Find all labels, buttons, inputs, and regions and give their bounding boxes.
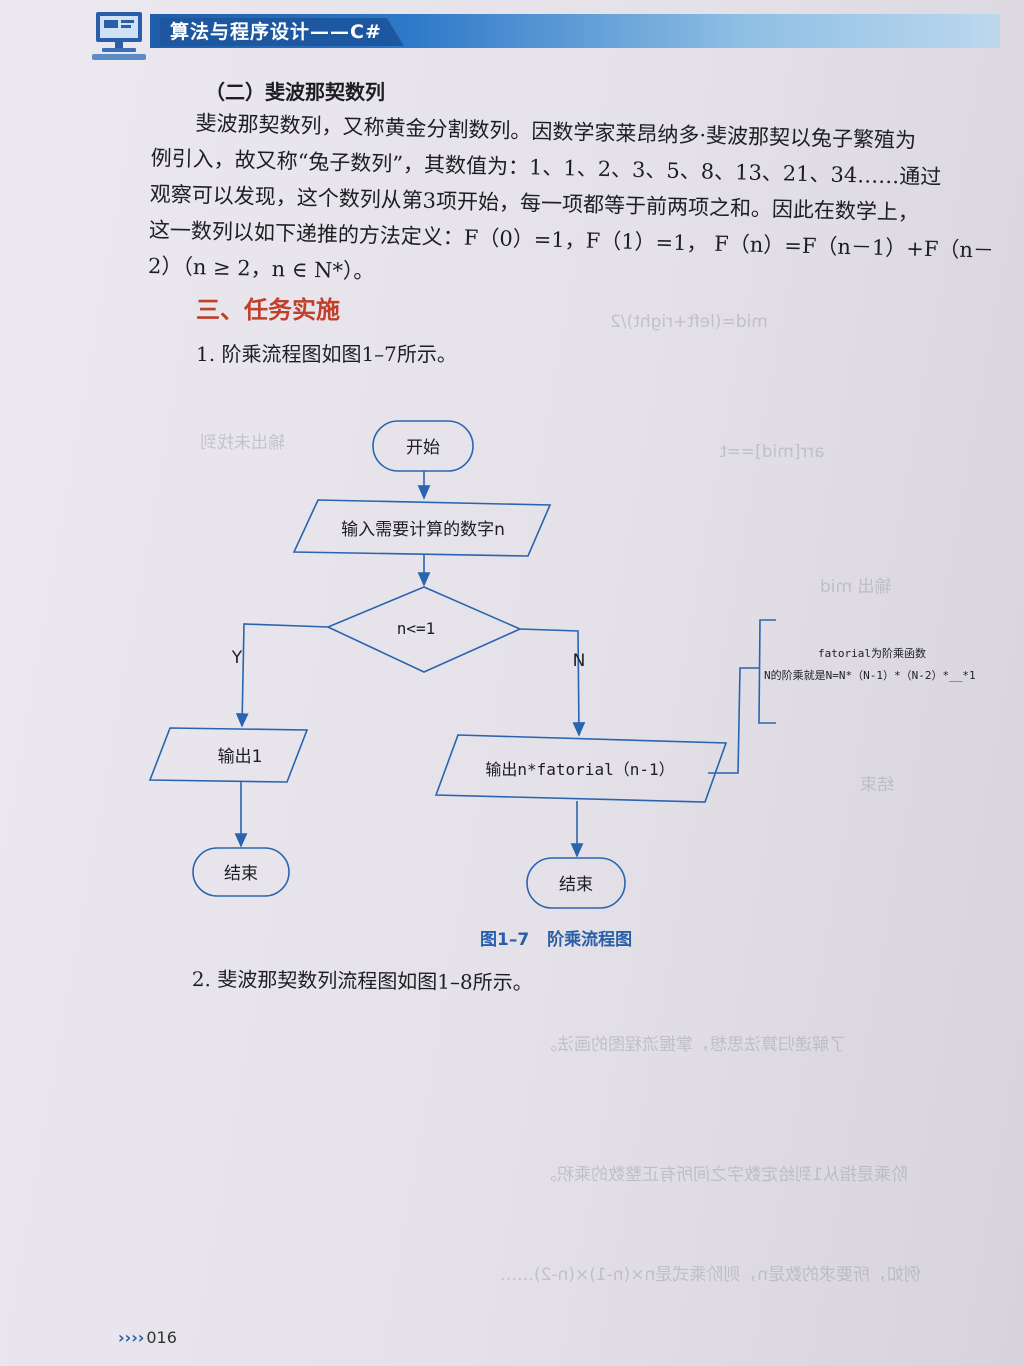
no-branch-line <box>519 628 586 737</box>
step-two-text: 2. 斐波那契数列流程图如图1–8所示。 <box>191 966 533 995</box>
no-label: N <box>573 651 586 671</box>
note-connector-line <box>708 667 760 774</box>
note-bracket <box>758 619 776 724</box>
end-right-label: 结束 <box>559 875 593 895</box>
output-one-label: 输出1 <box>218 747 263 767</box>
yes-label: Y <box>231 648 243 668</box>
page-number: 016 <box>146 1328 177 1347</box>
input-box <box>292 499 552 557</box>
note-line-2: N的阶乘就是N=N*（N-1）*（N-2）*__*1 <box>764 668 976 682</box>
end-left-label: 结束 <box>224 864 258 884</box>
end-terminal-right <box>526 857 626 909</box>
input-label: 输入需要计算的数字n <box>341 520 505 540</box>
section-heading: （二）斐波那契数列 <box>205 80 385 104</box>
decision-diamond <box>326 586 522 673</box>
page-arrows: ›››› <box>118 1328 145 1347</box>
page-footer: ››››016 <box>118 1328 177 1347</box>
note-line-1: fatorial为阶乘函数 <box>818 646 926 660</box>
computer-icon <box>92 12 146 60</box>
step-one-text: 1. 阶乘流程图如图1–7所示。 <box>196 342 457 366</box>
start-label: 开始 <box>406 438 440 458</box>
figure-title: 阶乘流程图 <box>547 930 633 950</box>
output-recursive-label: 输出n*fatorial（n-1） <box>485 760 674 779</box>
yes-branch-line <box>235 623 329 728</box>
book-title: 算法与程序设计——C# <box>160 18 404 46</box>
end-terminal-left <box>192 847 290 897</box>
figure-caption: 图1–7 阶乘流程图 <box>480 925 650 950</box>
figure-number: 图1–7 <box>480 930 530 950</box>
start-terminal <box>372 420 474 472</box>
decision-label: n<=1 <box>397 619 436 638</box>
output-recursive-box <box>434 734 728 803</box>
task-heading: 三、任务实施 <box>196 296 340 324</box>
output-one-box <box>148 727 309 783</box>
